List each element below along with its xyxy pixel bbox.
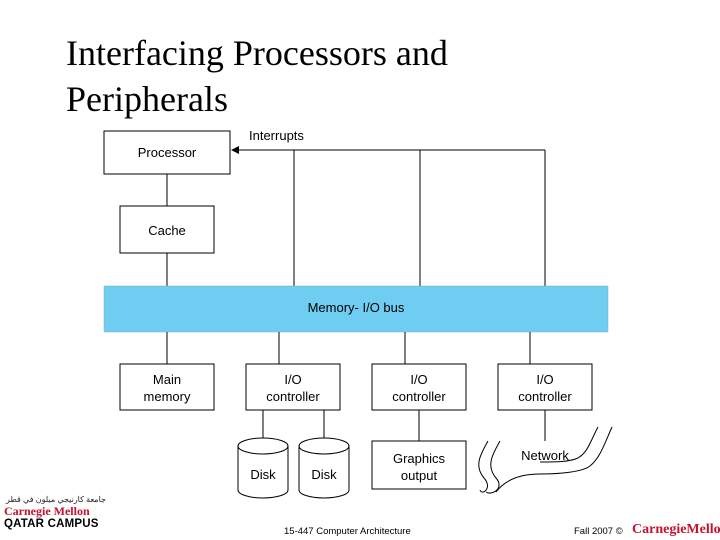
disk-2: Disk xyxy=(298,437,350,499)
disk-2-label: Disk xyxy=(311,467,337,482)
io-controller-2-label-2: controller xyxy=(392,389,446,404)
graphics-output-box: Graphics output xyxy=(371,440,467,490)
network-label: Network xyxy=(521,448,569,463)
network-cloud: Network xyxy=(478,426,613,494)
io-controller-2-label-1: I/O xyxy=(410,372,427,387)
cache-box: Cache xyxy=(119,205,215,254)
processor-label: Processor xyxy=(138,145,197,160)
io-controller-1-label-1: I/O xyxy=(284,372,301,387)
main-memory-label-2: memory xyxy=(144,389,191,404)
logo-campus-text: QATAR CAMPUS xyxy=(4,518,99,530)
io-controller-3-label-1: I/O xyxy=(536,372,553,387)
cache-label: Cache xyxy=(148,223,186,238)
main-memory-label-1: Main xyxy=(153,372,181,387)
disk-1-label: Disk xyxy=(250,467,276,482)
memory-io-bus: Memory- I/O bus xyxy=(103,285,609,333)
disk-1: Disk xyxy=(237,437,289,499)
logo-cmu-text: Carnegie Mellon xyxy=(4,504,90,518)
cmu-qatar-logo: جامعة كارنيجي ميلون في قطر Carnegie Mell… xyxy=(4,495,108,530)
io-controller-disk: I/O controller xyxy=(245,363,341,411)
graphics-label-1: Graphics xyxy=(393,451,446,466)
io-controller-1-label-2: controller xyxy=(266,389,320,404)
bus-links xyxy=(166,332,531,364)
processor-box: Processor xyxy=(103,130,231,175)
main-memory-box: Main memory xyxy=(119,363,215,411)
io-controller-graphics: I/O controller xyxy=(371,363,467,411)
slide-title: Interfacing Processors and Peripherals xyxy=(66,30,626,122)
io-controller-3-label-2: controller xyxy=(518,389,572,404)
footer-term: Fall 2007 © xyxy=(574,526,623,537)
io-controller-network: I/O controller xyxy=(497,363,593,411)
logo-arabic-text: جامعة كارنيجي ميلون في قطر xyxy=(6,495,106,504)
device-links xyxy=(262,410,546,441)
bus-label: Memory- I/O bus xyxy=(308,300,405,315)
title-line-1: Interfacing Processors and xyxy=(66,33,448,73)
interrupt-line xyxy=(231,146,546,286)
interrupts-label: Interrupts xyxy=(249,128,304,143)
footer-course: 15-447 Computer Architecture xyxy=(284,526,411,537)
title-line-2: Peripherals xyxy=(66,79,228,119)
footer-cmu-wordmark: CarnegieMellon xyxy=(632,522,720,537)
graphics-label-2: output xyxy=(401,468,438,483)
